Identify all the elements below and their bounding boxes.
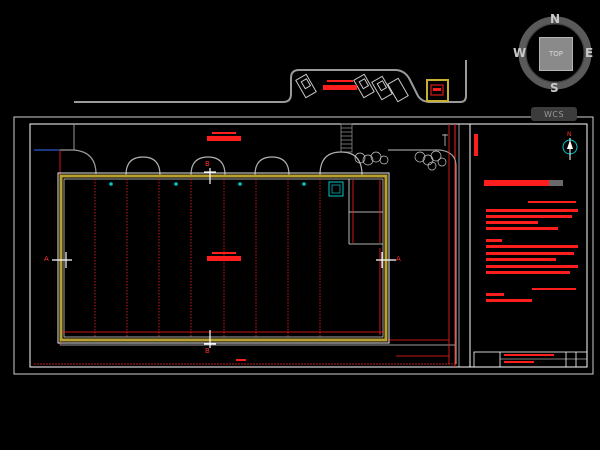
compass-west-label[interactable]: W [513,46,527,60]
entrance-stairs [340,123,353,153]
viewcube-compass-ring[interactable] [516,12,596,94]
title-block [454,124,588,368]
drawing-sheet-frame [13,116,594,375]
parked-cars [295,73,409,103]
bench-marker [442,134,448,146]
drawing-inner-frame [29,123,588,368]
site-lines [34,124,457,365]
warehouse-building [57,172,390,344]
viewcube-top-face[interactable]: TOP [539,37,573,71]
section-label-b-top: B [205,160,210,168]
section-label-a-right: A [396,255,401,263]
wcs-menu-button[interactable]: WCS [531,107,577,121]
building-title-label [207,136,241,141]
building-title-underline [212,132,236,134]
north-arrow-symbol [562,138,578,160]
north-arrow-label: N [567,131,572,138]
guard-booth [426,79,449,102]
site-access-road [74,60,467,103]
site-red-label-underline [327,80,353,82]
section-label-b-bottom: B [205,347,210,355]
loading-arches [125,151,363,176]
compass-east-label[interactable]: E [585,46,594,60]
site-red-label [323,85,357,90]
section-markers [52,168,396,348]
section-label-a-left: A [44,255,49,263]
vegetation [354,150,447,171]
compass-north-label[interactable]: N [550,12,561,26]
compass-south-label[interactable]: S [550,81,559,95]
